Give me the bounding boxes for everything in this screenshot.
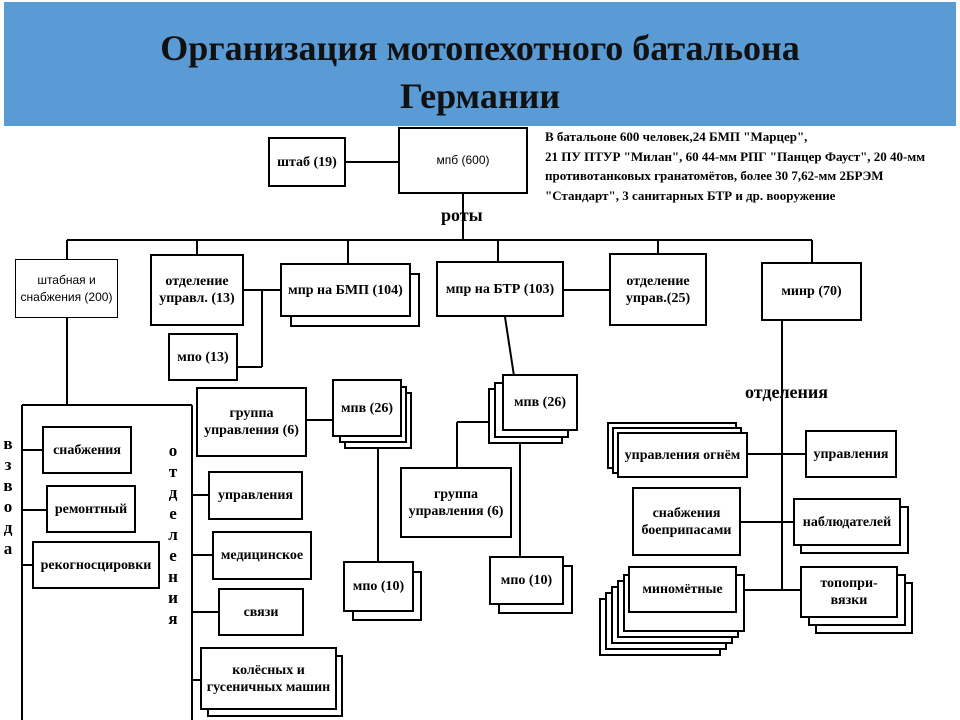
mech-inf-company-btr-box: мпр на БТР (103) xyxy=(436,261,564,317)
note-line: В батальоне 600 человек,24 БМП "Марцер", xyxy=(545,129,808,144)
battalion-summary-note: В батальоне 600 человек,24 БМП "Марцер",… xyxy=(545,127,955,205)
mpv-26-left-box: мпв (26) xyxy=(332,379,402,437)
topo-survey-section-box: топопри-вязки xyxy=(800,566,898,618)
supply-platoon-box: снабжения xyxy=(42,426,132,474)
control-section-25-box: отделение управ.(25) xyxy=(609,253,707,326)
control-section-13-box: отделение управл. (13) xyxy=(150,254,244,326)
fire-control-section-box: управления огнём xyxy=(617,432,748,478)
otdeleniya-label: отделения xyxy=(745,382,829,402)
note-line: противотанковых гранатомётов, более 30 7… xyxy=(545,168,884,183)
repair-platoon-box: ремонтный xyxy=(46,485,136,533)
mortar-company-box: минр (70) xyxy=(761,262,862,321)
staff-box: штаб (19) xyxy=(268,137,346,187)
control-group-right-box: группа управления (6) xyxy=(400,467,512,538)
medical-section-box: медицинское xyxy=(212,531,312,580)
mpo-10-left-box: мпо (10) xyxy=(343,561,414,612)
mpo-10-right-box: мпо (10) xyxy=(489,556,564,605)
page-title-line1: Организация мотопехотного батальона xyxy=(160,28,800,68)
control-section-right-box: управления xyxy=(805,430,897,478)
roty-label: роты xyxy=(441,205,483,225)
control-group-left-box: группа управления (6) xyxy=(196,387,307,457)
signals-section-box: связи xyxy=(218,588,304,636)
mpo-13-box: мпо (13) xyxy=(168,333,238,381)
battalion-hq-box: мпб (600) xyxy=(398,127,528,194)
vehicles-section-box: колёсных и гусеничных машин xyxy=(200,647,337,710)
recon-platoon-box: рекогносцировки xyxy=(32,541,160,589)
page-title-line2: Германии xyxy=(399,76,561,116)
mech-inf-company-bmp-box: мпр на БМП (104) xyxy=(280,263,411,317)
control-section-box: управления xyxy=(208,471,303,520)
mpv-26-right-box: мпв (26) xyxy=(502,374,578,431)
note-line: "Стандарт", 3 санитарных БТР и др. воору… xyxy=(545,187,836,203)
hq-supply-company-box: штабная и снабжения (200) xyxy=(15,259,118,318)
mortar-section-box: миномётные xyxy=(628,566,737,613)
ammo-supply-section-box: снабжения боеприпасами xyxy=(632,487,741,556)
note-line: 21 ПУ ПТУР "Милан", 60 44-мм РПГ "Панцер… xyxy=(545,148,926,164)
observers-section-box: наблюдателей xyxy=(793,498,901,546)
title-banner xyxy=(4,2,956,126)
